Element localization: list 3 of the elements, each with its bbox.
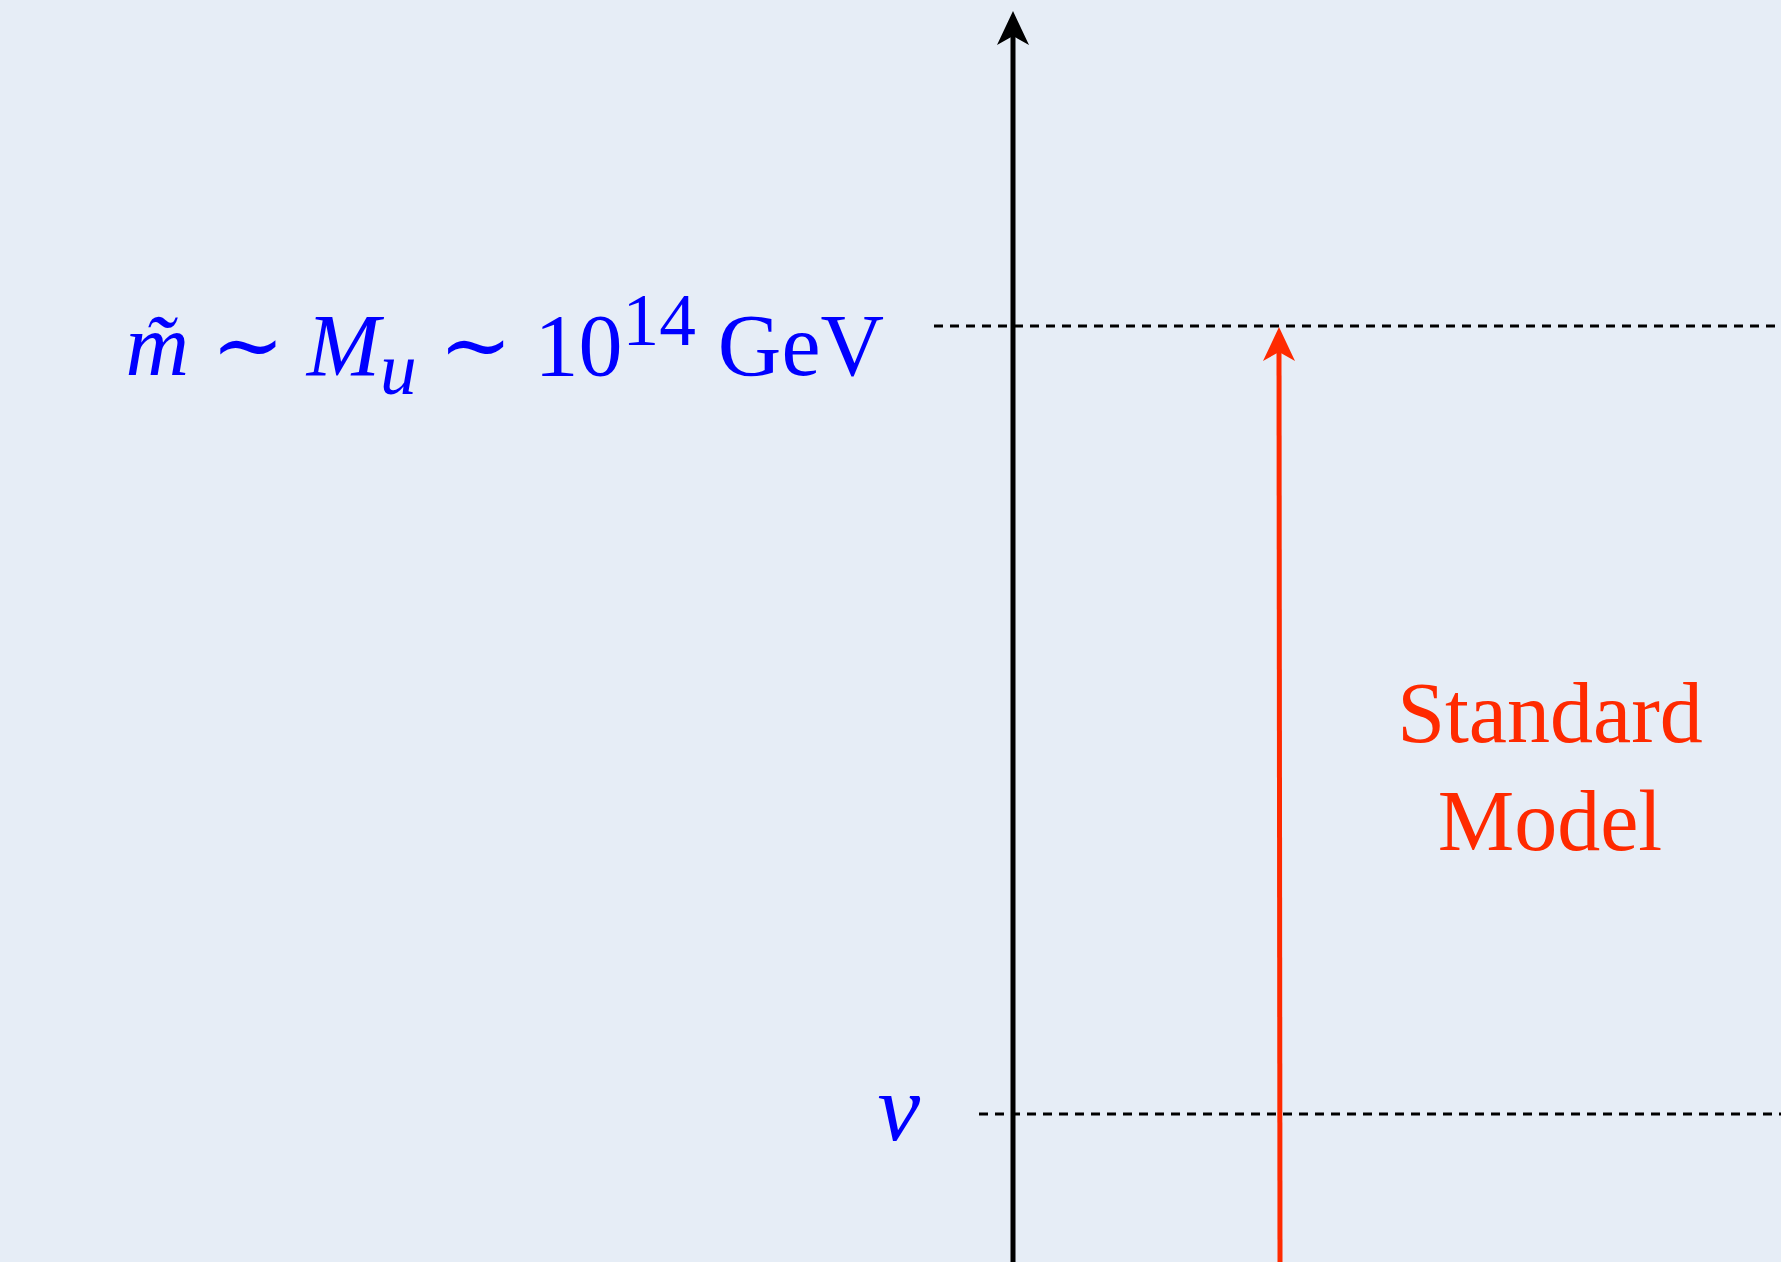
scale-label: m̃ ∼ M$_{u}$ ∼ 10$^{14}$ GeV — [125, 284, 884, 407]
region-label: Standard Model — [1396, 664, 1704, 871]
scale-label: v — [877, 1060, 920, 1156]
